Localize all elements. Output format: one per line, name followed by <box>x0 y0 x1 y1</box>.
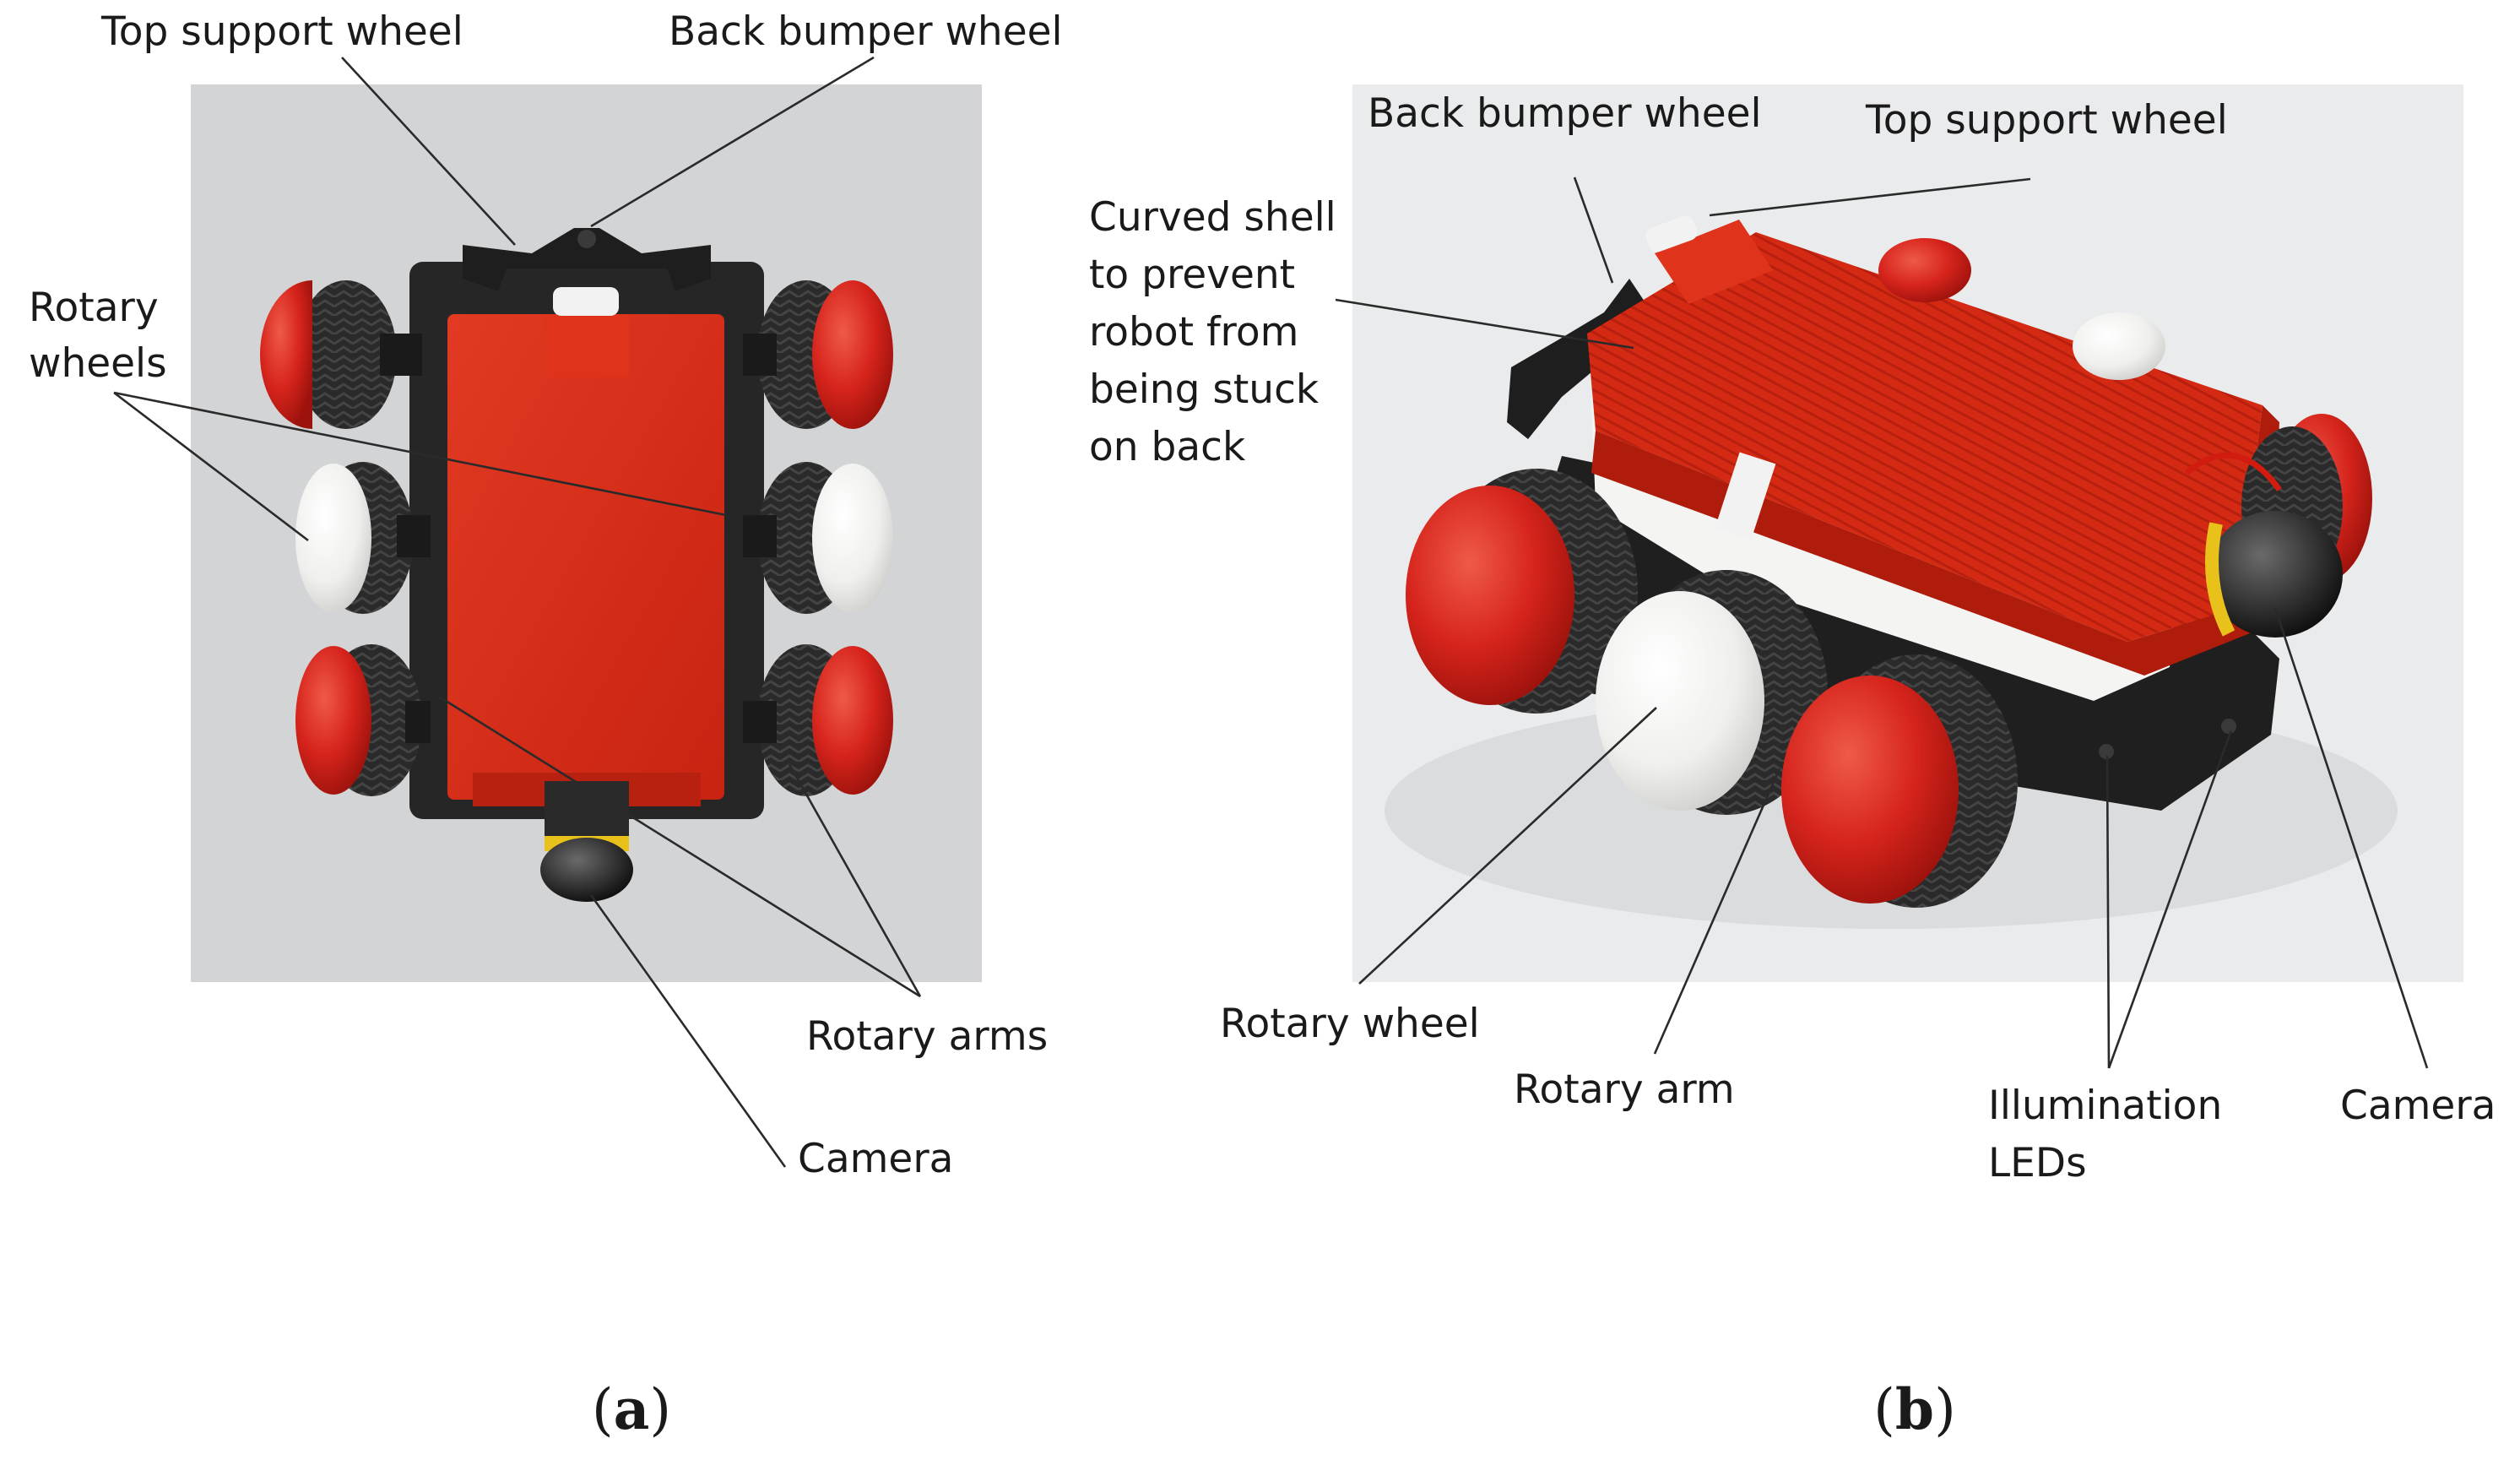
label-a-camera: Camera <box>798 1136 953 1182</box>
label-b-illumination-leds-line2: LEDs <box>1988 1140 2087 1186</box>
shell-side-b <box>1591 405 2279 676</box>
label-b-camera: Camera <box>2340 1083 2496 1129</box>
leader-b-top-support <box>1709 177 2031 217</box>
back-bumper-b <box>1507 279 1646 439</box>
leader-b-back-bumper <box>1573 176 1614 284</box>
leader-a-back-bumper <box>590 56 875 228</box>
label-b-curved-shell-line3: robot from <box>1089 309 1298 356</box>
shell-b <box>1587 232 2263 642</box>
label-a-rotary-wheels-line2: wheels <box>29 340 167 387</box>
leader-b-leds-1 <box>2105 755 2111 1069</box>
label-b-illumination-leds-line1: Illumination <box>1988 1083 2222 1129</box>
caption-a: (a) <box>592 1376 671 1442</box>
rotary-wheel-unit-left-top <box>260 280 422 429</box>
rotary-wheel-unit-b-2 <box>1596 570 1828 815</box>
leader-a-rotary-arms-1 <box>438 695 921 998</box>
camera-cable-b <box>2184 452 2282 492</box>
rotary-wheel-unit-right-middle <box>743 462 893 614</box>
back-bumper-a <box>463 228 711 291</box>
shell-a <box>447 314 724 800</box>
led-b-2 <box>2221 719 2236 734</box>
led-b-1 <box>2099 744 2114 759</box>
label-b-curved-shell-line5: on back <box>1089 424 1246 470</box>
panel-a: Top support wheel Back bumper wheel Rota… <box>29 8 1063 1442</box>
panel-b: Back bumper wheel Top support wheel Curv… <box>1089 84 2496 1442</box>
leader-a-rotary-wheels-2 <box>113 391 727 517</box>
caption-b: (b) <box>1873 1376 1956 1442</box>
rotary-wheel-b-back-2 <box>2073 312 2165 380</box>
label-a-rotary-wheels-line1: Rotary <box>29 285 159 331</box>
top-support-wheel-a <box>553 287 619 316</box>
top-support-wheel-b <box>1645 215 1698 252</box>
back-bumper-wheel-a <box>577 230 596 248</box>
label-b-curved-shell-line1: Curved shell <box>1089 194 1336 241</box>
camera-band-b <box>2205 522 2235 637</box>
leader-b-leds-2 <box>2107 730 2233 1069</box>
leader-a-camera <box>589 894 787 1168</box>
rotary-wheel-unit-b-1 <box>1406 469 1638 714</box>
label-b-rotary-wheel: Rotary wheel <box>1220 1001 1480 1047</box>
label-a-rotary-arms: Rotary arms <box>806 1013 1048 1060</box>
leader-b-rotary-arm <box>1653 768 1781 1055</box>
camera-lens-a <box>540 838 633 902</box>
leader-a-top-support <box>341 57 516 246</box>
label-a-top-support-wheel: Top support wheel <box>100 8 463 55</box>
leader-a-rotary-wheels-1 <box>113 391 309 542</box>
rotary-wheel-unit-right-top <box>743 280 893 429</box>
shell-clip-b <box>1715 452 1776 540</box>
label-b-top-support-wheel: Top support wheel <box>1865 97 2228 144</box>
camera-body-b <box>2208 511 2343 638</box>
leader-b-rotary-wheel <box>1358 707 1657 985</box>
shell-top-tab-a <box>545 314 629 377</box>
label-b-curved-shell-line4: being stuck <box>1089 366 1320 413</box>
rotary-wheel-unit-b-3 <box>1781 654 2018 908</box>
label-b-back-bumper-wheel: Back bumper wheel <box>1368 90 1762 137</box>
leader-b-curved-shell <box>1335 298 1634 350</box>
label-b-rotary-arm: Rotary arm <box>1514 1067 1735 1113</box>
rotary-wheel-unit-left-bottom <box>295 644 431 796</box>
leader-a-rotary-arms-2 <box>788 763 922 997</box>
rotary-wheel-unit-left-middle <box>295 462 431 614</box>
rotary-wheel-unit-right-bottom <box>743 644 893 796</box>
rotary-wheel-b-back-1 <box>1878 238 1971 302</box>
leader-b-camera <box>2273 607 2429 1069</box>
label-a-back-bumper-wheel: Back bumper wheel <box>669 8 1063 55</box>
label-b-curved-shell-line2: to prevent <box>1089 252 1295 298</box>
shell-top-tab-b <box>1655 220 1773 304</box>
